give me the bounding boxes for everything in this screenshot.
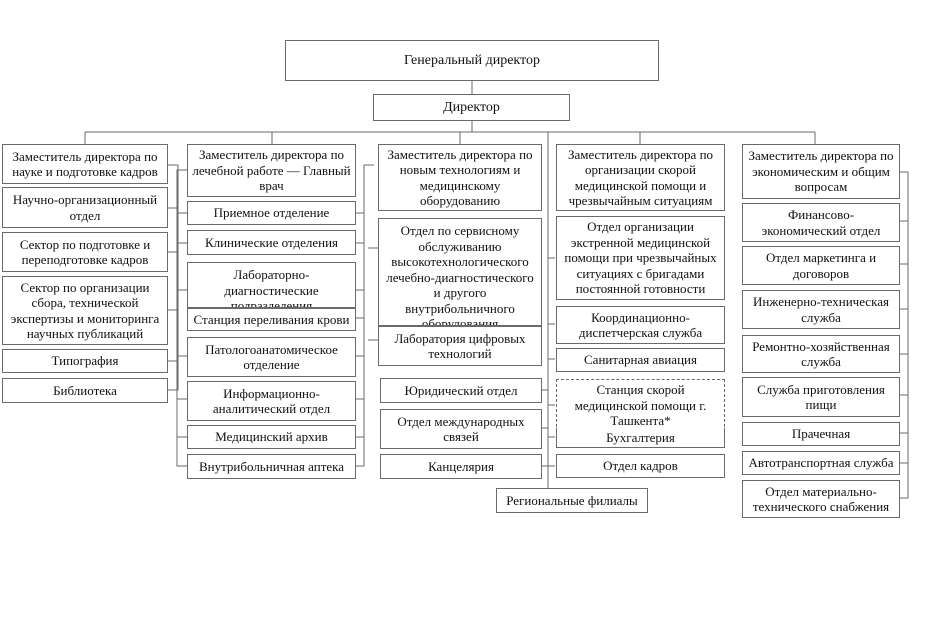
col3-unit-4: Канцелярия — [380, 454, 542, 479]
col5-unit-7: Отдел материально-технического снабжения — [742, 480, 900, 518]
col4-unit-4: Бухгалтерия — [556, 428, 725, 448]
general-director-box: Генеральный директор — [285, 40, 659, 81]
col2-head: Заместитель директора по лечебной работе… — [187, 144, 356, 197]
col1-unit-2: Сектор по организации сбора, технической… — [2, 276, 168, 345]
col4-unit-0: Отдел организации экстренной медицинской… — [556, 216, 725, 300]
col1-head: Заместитель директора по науке и подгото… — [2, 144, 168, 184]
col5-head: Заместитель директора по экономическим и… — [742, 144, 900, 199]
bracket-col3-right — [542, 389, 548, 467]
col4-unit-1: Координационно-диспетчерская служба — [556, 306, 725, 344]
col3-unit-0: Отдел по сервисному обслуживанию высокот… — [378, 218, 542, 326]
col1-unit-0: Научно-организационный отдел — [2, 187, 168, 228]
col3-head: Заместитель директора по новым технологи… — [378, 144, 542, 211]
col2-unit-3: Станция переливания крови — [187, 308, 356, 331]
col1-unit-4: Библиотека — [2, 378, 168, 403]
col5-unit-2: Инженерно-техническая служба — [742, 290, 900, 329]
col2-unit-5: Информационно-аналитический отдел — [187, 381, 356, 421]
col2-unit-7: Внутрибольничная аптека — [187, 454, 356, 479]
col2-unit-4: Патологоанатомическое отделение — [187, 337, 356, 377]
bracket-col3-inner — [368, 247, 378, 341]
col3-unit-3: Отдел международных связей — [380, 409, 542, 449]
col5-unit-3: Ремонтно-хозяйственная служба — [742, 335, 900, 373]
regional-branches-box: Региональные филиалы — [496, 488, 648, 513]
col2-unit-1: Клинические отделения — [187, 230, 356, 255]
col5-unit-4: Служба приготовления пищи — [742, 377, 900, 417]
col5-unit-0: Финансово-экономический отдел — [742, 203, 900, 242]
col2-unit-2: Лабораторно-диагностические подразделени… — [187, 262, 356, 308]
col4-unit-3: Станция скорой медицинской помощи г. Таш… — [556, 379, 725, 432]
col4-head: Заместитель директора по организации ско… — [556, 144, 725, 211]
bracket-col3-left — [356, 164, 374, 467]
col2-unit-6: Медицинский архив — [187, 425, 356, 449]
col3-unit-1: Лаборатория цифровых технологий — [378, 326, 542, 366]
col5-unit-5: Прачечная — [742, 422, 900, 446]
bracket-col2 — [176, 169, 187, 467]
bracket-col5 — [900, 171, 909, 499]
director-box: Директор — [373, 94, 570, 121]
bracket-col4 — [548, 257, 555, 467]
col2-unit-0: Приемное отделение — [187, 201, 356, 225]
col1-unit-3: Типография — [2, 349, 168, 373]
col5-unit-1: Отдел маркетинга и договоров — [742, 246, 900, 285]
col1-unit-1: Сектор по подготовке и переподготовке ка… — [2, 232, 168, 272]
col5-unit-6: Автотранспортная служба — [742, 451, 900, 475]
col3-unit-2: Юридический отдел — [380, 378, 542, 403]
col4-unit-5: Отдел кадров — [556, 454, 725, 478]
col4-unit-2: Санитарная авиация — [556, 348, 725, 372]
bracket-col1 — [168, 164, 179, 391]
